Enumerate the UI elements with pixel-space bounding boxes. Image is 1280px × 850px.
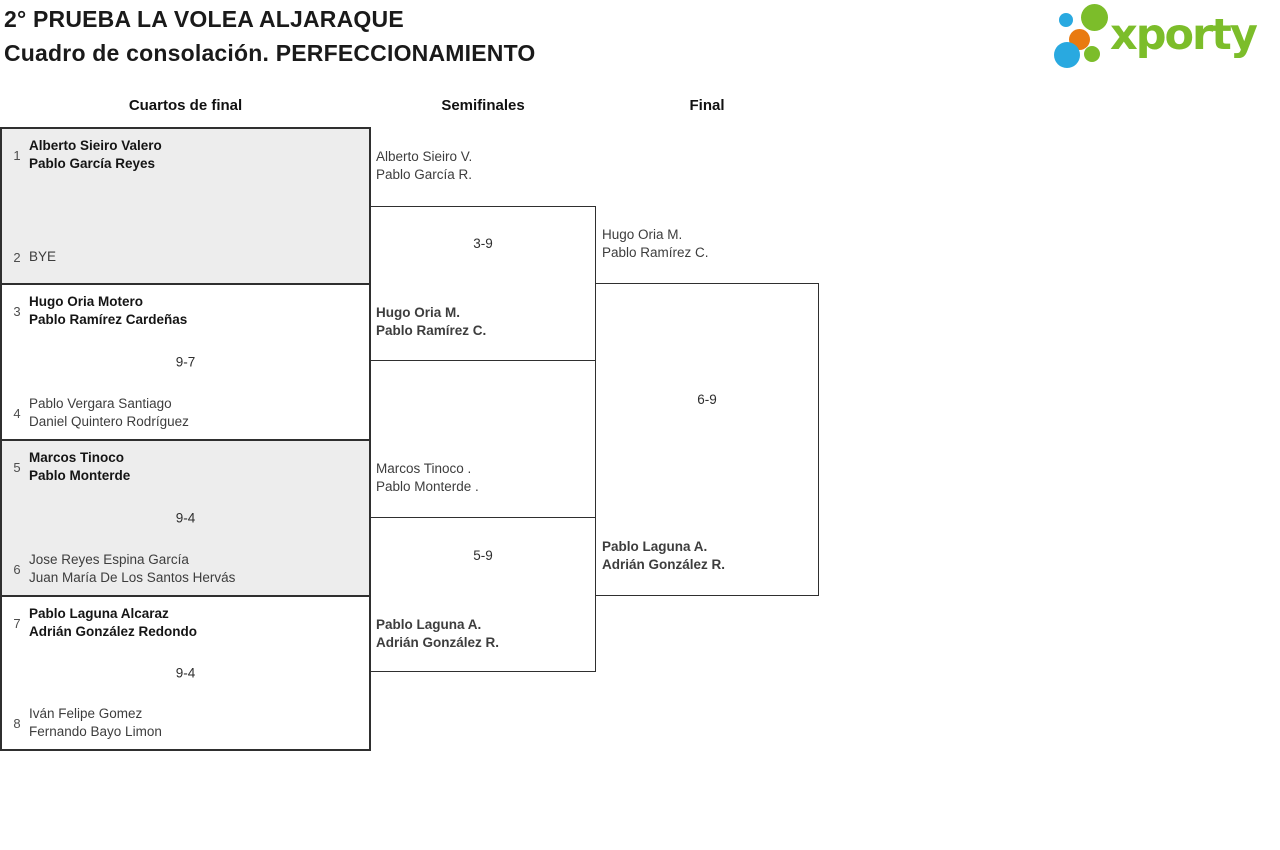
page-title: 2° PRUEBA LA VOLEA ALJARAQUE Cuadro de c… <box>4 2 536 70</box>
team-name: Hugo Oria M. Pablo Ramírez C. <box>602 227 709 260</box>
final-match-box <box>595 283 819 596</box>
match-score: 9-4 <box>175 510 196 526</box>
logo-wordmark: xporty <box>1110 10 1258 60</box>
team-name: Hugo Oria Motero Pablo Ramírez Cardeñas <box>29 294 188 327</box>
team-name: Alberto Sieiro Valero Pablo García Reyes <box>29 138 162 171</box>
team-name: Pablo Vergara Santiago Daniel Quintero R… <box>29 396 189 429</box>
title-line-2: Cuadro de consolación. PERFECCIONAMIENTO <box>4 40 536 66</box>
seed-number: 7 <box>13 615 21 631</box>
team-name: Jose Reyes Espina García Juan María De L… <box>29 552 236 585</box>
match-score: 9-4 <box>175 665 196 681</box>
qf-match-1: 1 Alberto Sieiro Valero Pablo García Rey… <box>0 127 371 285</box>
match-score: 6-9 <box>697 392 717 407</box>
logo-dot-green-large-icon <box>1081 4 1108 31</box>
seed-number: 8 <box>13 715 21 731</box>
xporty-logo[interactable]: xporty <box>1050 0 1280 75</box>
team-name: Pablo Laguna A. Adrián González R. <box>602 539 726 572</box>
title-line-1: 2° PRUEBA LA VOLEA ALJARAQUE <box>4 6 404 32</box>
team-name: Marcos Tinoco . Pablo Monterde . <box>376 461 479 494</box>
match-score: 3-9 <box>473 236 493 251</box>
qf-match-4: 7 Pablo Laguna Alcaraz Adrián González R… <box>0 595 371 751</box>
seed-number: 6 <box>13 561 21 577</box>
round-header-semifinales: Semifinales <box>441 97 525 114</box>
logo-dot-green-small-icon <box>1084 46 1100 62</box>
team-name: Iván Felipe Gomez Fernando Bayo Limon <box>29 706 162 739</box>
seed-number: 5 <box>13 459 21 475</box>
team-name: Hugo Oria M. Pablo Ramírez C. <box>376 305 487 338</box>
team-name: Marcos Tinoco Pablo Monterde <box>29 450 131 483</box>
match-score: 5-9 <box>473 548 493 563</box>
seed-number: 1 <box>13 147 21 163</box>
team-name: Alberto Sieiro V. Pablo García R. <box>376 149 473 182</box>
seed-number: 3 <box>13 303 21 319</box>
seed-number: 2 <box>13 249 21 265</box>
seed-number: 4 <box>13 405 21 421</box>
team-name: BYE <box>29 249 57 264</box>
round-header-final: Final <box>689 97 725 114</box>
qf-match-2: 3 Hugo Oria Motero Pablo Ramírez Cardeña… <box>0 283 371 441</box>
logo-dot-blue-large-icon <box>1054 42 1080 68</box>
match-score: 9-7 <box>175 354 196 370</box>
team-name: Pablo Laguna Alcaraz Adrián González Red… <box>29 606 198 639</box>
qf-match-3: 5 Marcos Tinoco Pablo Monterde 9-4 6 Jos… <box>0 439 371 597</box>
round-header-cuartos: Cuartos de final <box>128 97 243 114</box>
team-name: Pablo Laguna A. Adrián González R. <box>376 617 500 650</box>
logo-dot-blue-small-icon <box>1059 13 1073 27</box>
